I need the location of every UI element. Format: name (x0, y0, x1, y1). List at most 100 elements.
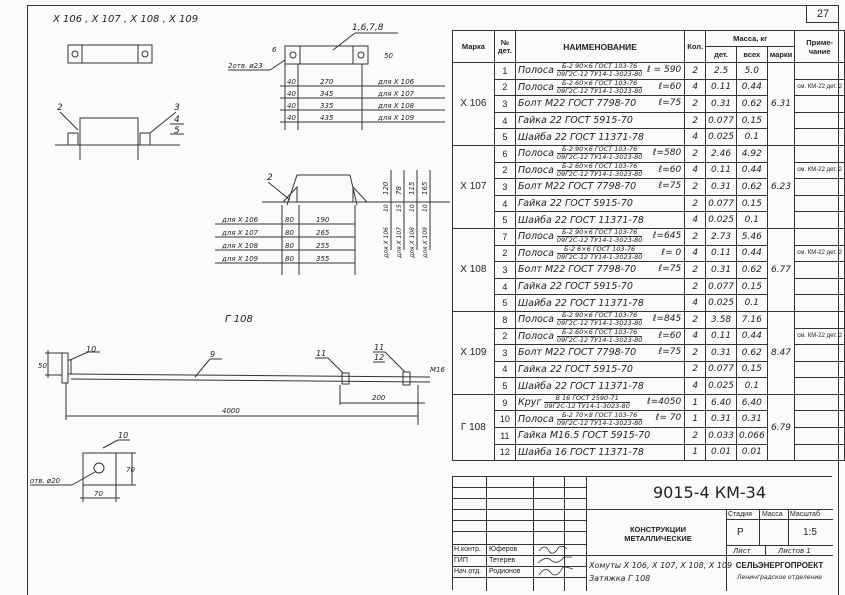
material-bot: 09Г2С-12 ТУ14-1-3023-80 (556, 70, 643, 79)
note (794, 443, 845, 462)
part-length: ℓ=60 (658, 164, 682, 175)
title-block: 9015-4 КМ-34 КОНСТРУКЦИИ МЕТАЛЛИЧЕСКИЕ С… (452, 476, 833, 591)
washer-detail: 10 отв. ø20 70 70 (30, 431, 136, 502)
note: см. КМ-22 дет. 2 (794, 78, 845, 97)
note (794, 144, 845, 163)
mass-all: 0.15 (735, 277, 768, 296)
note: см. КМ-22 дет. 2 (794, 327, 845, 346)
mass-mark: 8.47 (766, 310, 796, 395)
mass-all: 0.62 (735, 95, 768, 113)
plate-dim-b: 335 (320, 102, 334, 110)
tie-title: Г 108 (225, 314, 253, 325)
plate-dim-a: 40 (287, 78, 296, 86)
mass-det: 6.40 (705, 393, 737, 412)
mass-all: 0.62 (735, 344, 768, 362)
material-top: Б-2 60×6 ГОСТ 103-76 (556, 162, 643, 171)
subject-line-1: Хомуты X 106, X 107, X 108, X 109 (589, 561, 733, 570)
part-length: ℓ = 590 (647, 65, 682, 75)
qty: 2 (684, 227, 707, 246)
mass-det: 0.11 (705, 78, 737, 97)
part-name-text: Гайка М16.5 ГОСТ 5915-70 (518, 430, 651, 442)
part-name-text: Полоса (518, 148, 554, 160)
bend-dim-b: 190 (316, 216, 330, 224)
part-name-text: Болт М22 ГОСТ 7798-70 (518, 347, 637, 359)
mass-header: Масса (762, 511, 783, 518)
qty: 2 (684, 111, 707, 130)
page-number: 27 (806, 5, 839, 23)
part-name-text: Шайба 22 ГОСТ 11371-78 (518, 214, 644, 226)
name-2: Тетерев (489, 557, 516, 564)
part-no: 6 (493, 144, 517, 163)
part-length: ℓ=645 (652, 230, 682, 241)
material-bot: 09Г2С-12 ТУ14-1-3023-80 (556, 153, 643, 162)
material-bot: 09Г2С-12 ТУ14-1-3023-80 (556, 86, 643, 95)
doc-title: КОНСТРУКЦИИ МЕТАЛЛИЧЕСКИЕ (624, 525, 692, 543)
note (794, 128, 845, 146)
mass-all: 0.1 (735, 211, 768, 229)
part-no: 3 (493, 95, 517, 113)
drawing-header: X 106 , X 107 , X 108 , X 109 (52, 14, 198, 25)
washer-hole: отв. ø20 (30, 477, 61, 485)
role-2: ГИП (454, 557, 468, 564)
part-name: Гайка 22 ГОСТ 5915-70 (515, 194, 686, 213)
part-length: ℓ=60 (658, 330, 682, 341)
part-no: 4 (493, 277, 517, 296)
note (794, 211, 845, 229)
part-length: ℓ=60 (658, 81, 682, 92)
note (794, 194, 845, 213)
doc-number: 9015-4 КМ-34 (652, 483, 767, 502)
qty: 4 (684, 211, 707, 229)
bend-dim-a: 80 (285, 216, 294, 224)
part-length: ℓ=75 (658, 347, 682, 358)
mass-mark: 6.23 (766, 144, 796, 229)
part-no: 5 (493, 128, 517, 146)
dim-50-tie: 50 (38, 362, 47, 370)
sheets-label: Листов 1 (778, 547, 811, 555)
material-bot: 09Г2С-12 ТУ14-1-3023-80 (556, 335, 643, 344)
bend-for: для X 108 (409, 227, 416, 259)
qty: 4 (684, 161, 707, 180)
plate-dim-a: 40 (287, 114, 296, 122)
mass-all: 5.46 (735, 227, 768, 246)
mark-cell: X 106 (452, 62, 495, 146)
bend-for: для X 106 (221, 216, 259, 224)
mass-all: 0.44 (735, 78, 768, 97)
subject-line-2: Затяжка Г 108 (589, 574, 651, 583)
part-name: Шайба 22 ГОСТ 11371-78 (515, 128, 686, 146)
note (794, 344, 845, 362)
mass-det: 2.73 (705, 227, 737, 246)
label-5: 5 (174, 126, 180, 136)
part-name-text: Гайка 22 ГОСТ 5915-70 (518, 115, 633, 127)
mass-det: 0.31 (705, 178, 737, 196)
part-name-text: Гайка 22 ГОСТ 5915-70 (518, 198, 633, 210)
bend-thickness: 10 (409, 204, 416, 212)
part-length: ℓ=75 (658, 98, 682, 109)
part-no: 8 (493, 310, 517, 329)
part-no: 3 (493, 261, 517, 279)
part-no: 9 (493, 393, 517, 412)
mass-det: 0.025 (705, 294, 737, 312)
qty: 2 (684, 261, 707, 279)
organization: СЕЛЬЭНЕРГОПРОЕКТ (735, 561, 824, 570)
material-top: Б-2 90×6 ГОСТ 103-76 (556, 63, 643, 72)
role-1: Н.контр. (454, 546, 481, 553)
mass-all: 0.1 (735, 128, 768, 146)
qty: 2 (684, 144, 707, 163)
part-length: ℓ= 0 (661, 247, 682, 258)
